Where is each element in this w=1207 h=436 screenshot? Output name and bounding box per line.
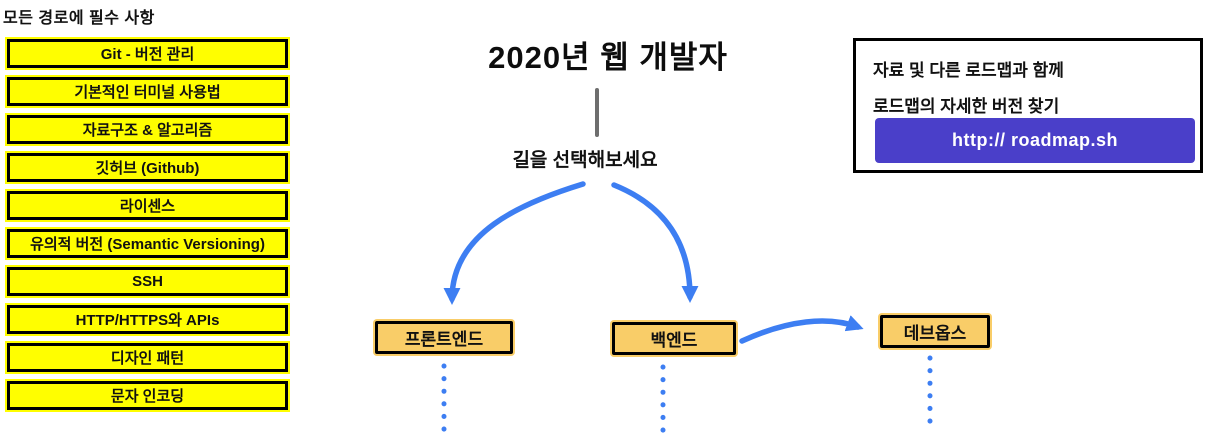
info-text-line2: 로드맵의 자세한 버전 찾기 (873, 97, 1060, 116)
path-box-devops[interactable]: 데브옵스 (880, 315, 990, 348)
roadmap-url-button[interactable]: http:// roadmap.sh (875, 118, 1195, 163)
topic-box-http-apis[interactable]: HTTP/HTTPS와 APIs (7, 305, 288, 334)
roadmap-info-box: 자료 및 다른 로드맵과 함께 로드맵의 자세한 버전 찾기 http:// r… (853, 38, 1203, 173)
required-for-all-paths-label: 모든 경로에 필수 사항 (3, 10, 155, 27)
path-box-frontend[interactable]: 프론트엔드 (375, 321, 513, 354)
path-box-backend[interactable]: 백엔드 (612, 322, 736, 355)
title-stem-line (595, 88, 599, 137)
choose-path-label: 길을 선택해보세요 (512, 150, 658, 171)
common-topics-list: Git - 버전 관리 기본적인 터미널 사용법 자료구조 & 알고리즘 깃허브… (7, 39, 288, 419)
arrow-to-frontend (443, 181, 586, 305)
arrow-backend-to-devops (739, 315, 864, 344)
page-title: 2020년 웹 개발자 (488, 40, 728, 75)
topic-box-semver[interactable]: 유의적 버전 (Semantic Versioning) (7, 229, 288, 258)
topic-box-data-structures[interactable]: 자료구조 & 알고리즘 (7, 115, 288, 144)
info-text-line1: 자료 및 다른 로드맵과 함께 (873, 61, 1064, 80)
topic-box-git[interactable]: Git - 버전 관리 (7, 39, 288, 68)
topic-box-character-encoding[interactable]: 문자 인코딩 (7, 381, 288, 410)
topic-box-github[interactable]: 깃허브 (Github) (7, 153, 288, 182)
topic-box-licenses[interactable]: 라이센스 (7, 191, 288, 220)
topic-box-terminal[interactable]: 기본적인 터미널 사용법 (7, 77, 288, 106)
arrow-to-backend (611, 182, 699, 303)
topic-box-design-patterns[interactable]: 디자인 패턴 (7, 343, 288, 372)
topic-box-ssh[interactable]: SSH (7, 267, 288, 296)
